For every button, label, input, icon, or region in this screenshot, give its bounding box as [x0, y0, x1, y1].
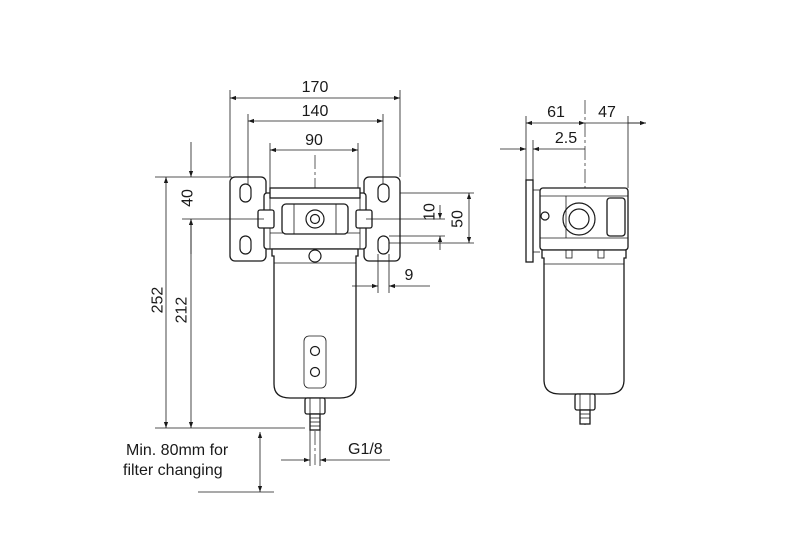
dim-90-label: 90	[305, 132, 323, 149]
filter-head	[257, 187, 373, 250]
dim-252-label: 252	[150, 287, 167, 314]
side-view: 61 47 2.5	[500, 100, 646, 425]
dim-2-5-label: 2.5	[555, 130, 577, 147]
side-mounting-plate	[525, 179, 534, 263]
clearance-note-line2: filter changing	[123, 462, 223, 479]
dim-47-label: 47	[598, 104, 616, 121]
side-head	[539, 187, 629, 251]
drain-valve	[304, 397, 326, 431]
dim-61-label: 61	[547, 104, 565, 121]
dim-10-label: 10	[422, 203, 439, 221]
side-bowl	[541, 249, 627, 395]
dim-50-label: 50	[450, 210, 467, 228]
dim-9-label: 9	[405, 267, 414, 284]
dim-40-label: 40	[180, 189, 197, 207]
front-view: 170 140 90 40 252 212 10 50	[123, 79, 474, 493]
thread-label: G1/8	[348, 441, 383, 458]
side-drain-valve	[574, 393, 596, 425]
dim-170-label: 170	[302, 79, 329, 96]
dim-212-label: 212	[174, 297, 191, 324]
clearance-note-line1: Min. 80mm for	[126, 442, 229, 459]
filter-bowl	[271, 248, 359, 399]
dim-140-label: 140	[302, 103, 329, 120]
